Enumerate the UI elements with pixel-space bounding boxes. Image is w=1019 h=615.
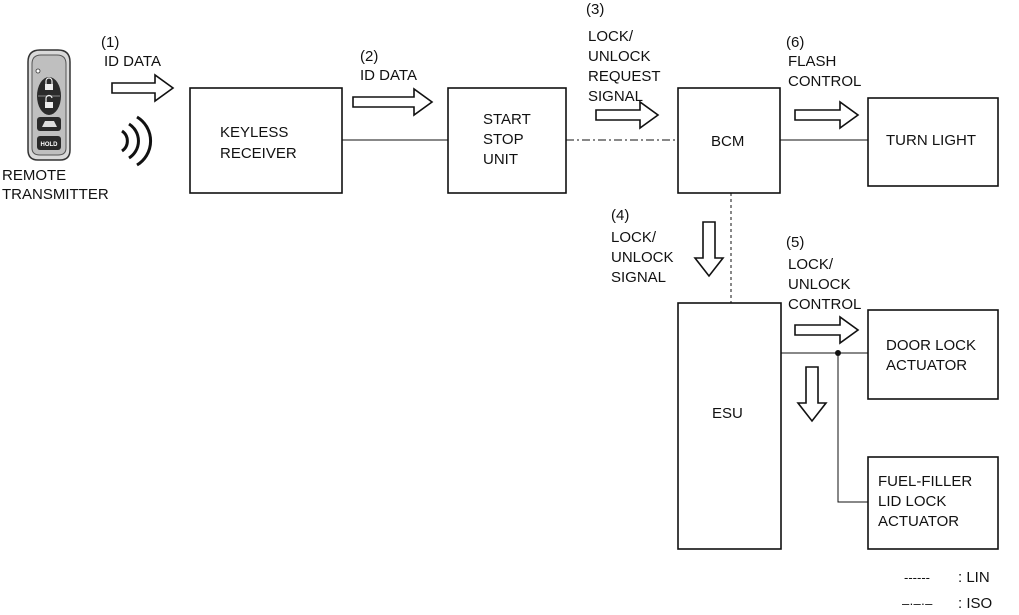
signal-4-number: (4) xyxy=(611,207,629,224)
transmitter-label-line1: REMOTE xyxy=(2,167,66,184)
start-stop-unit-box xyxy=(447,87,567,194)
signal-3-arrow-icon xyxy=(595,100,660,130)
signal-4-text-2: UNLOCK xyxy=(611,249,674,266)
line-type-legend: ------ : LIN –·–·– : ISO xyxy=(902,569,992,612)
signal-2-text: ID DATA xyxy=(360,67,417,84)
signal-6-arrow-icon xyxy=(794,100,860,130)
keyless-receiver-label-1: KEYLESS xyxy=(220,124,288,141)
legend-lin-label: : LIN xyxy=(958,569,990,586)
start-stop-unit-label-3: UNIT xyxy=(483,151,518,168)
signal-5-arrow-icon xyxy=(794,315,860,345)
legend-iso-sample: –·–·– xyxy=(902,596,933,611)
key-fob-icon xyxy=(27,49,71,161)
start-stop-unit-label-2: STOP xyxy=(483,131,524,148)
signal-3-number: (3) xyxy=(586,1,604,18)
legend-lin-sample: ------ xyxy=(904,570,930,585)
fuel-filler-actuator-label-1: FUEL-FILLER xyxy=(878,473,972,490)
remote-transmitter: HOLD REMOTE TRANSMITTER xyxy=(2,49,153,203)
signal-1-text: ID DATA xyxy=(104,53,161,70)
legend-iso-label: : ISO xyxy=(958,595,992,612)
turn-light-label: TURN LIGHT xyxy=(886,132,976,149)
signal-2-number: (2) xyxy=(360,48,378,65)
signal-6-number: (6) xyxy=(786,34,804,51)
door-lock-actuator-label-2: ACTUATOR xyxy=(886,357,967,374)
signal-5-text-2: UNLOCK xyxy=(788,276,851,293)
fuel-filler-actuator-label-3: ACTUATOR xyxy=(878,513,959,530)
start-stop-unit-label-1: START xyxy=(483,111,531,128)
esu-box xyxy=(677,302,782,550)
radio-waves-icon xyxy=(121,115,153,167)
signal-5-text-3: CONTROL xyxy=(788,296,861,313)
door-lock-actuator-box xyxy=(867,309,999,400)
fuel-filler-actuator-box xyxy=(867,456,999,550)
junction-dot xyxy=(835,350,841,356)
signal-5-number: (5) xyxy=(786,234,804,251)
keyless-receiver-label-2: RECEIVER xyxy=(220,145,297,162)
fuel-filler-actuator-label-2: LID LOCK xyxy=(878,493,946,510)
turn-light-box xyxy=(867,97,999,187)
signal-1-arrow-icon xyxy=(111,73,175,103)
esu-to-fuel-lid-line xyxy=(837,353,868,503)
esu-label: ESU xyxy=(712,405,743,422)
signal-4-text-3: SIGNAL xyxy=(611,269,666,286)
signal-4-text-1: LOCK/ xyxy=(611,229,657,246)
signal-3-text-3: REQUEST xyxy=(588,68,661,85)
bcm-label: BCM xyxy=(711,133,744,150)
signal-3-text-1: LOCK/ xyxy=(588,28,634,45)
signal-2-arrow-icon xyxy=(352,87,434,117)
signal-1-number: (1) xyxy=(101,34,119,51)
transmitter-label-line2: TRANSMITTER xyxy=(2,186,109,203)
bcm-box xyxy=(677,87,781,194)
signal-4-arrow-icon xyxy=(693,221,725,278)
signal-6-text-2: CONTROL xyxy=(788,73,861,90)
hold-button-label: HOLD xyxy=(41,142,59,148)
signal-6-text-1: FLASH xyxy=(788,53,836,70)
signal-5-text-1: LOCK/ xyxy=(788,256,834,273)
signal-5b-arrow-icon xyxy=(796,366,828,423)
door-lock-actuator-label-1: DOOR LOCK xyxy=(886,337,976,354)
keyless-receiver-box xyxy=(189,87,343,194)
signal-3-text-2: UNLOCK xyxy=(588,48,651,65)
signal-3-text-4: SIGNAL xyxy=(588,88,643,105)
